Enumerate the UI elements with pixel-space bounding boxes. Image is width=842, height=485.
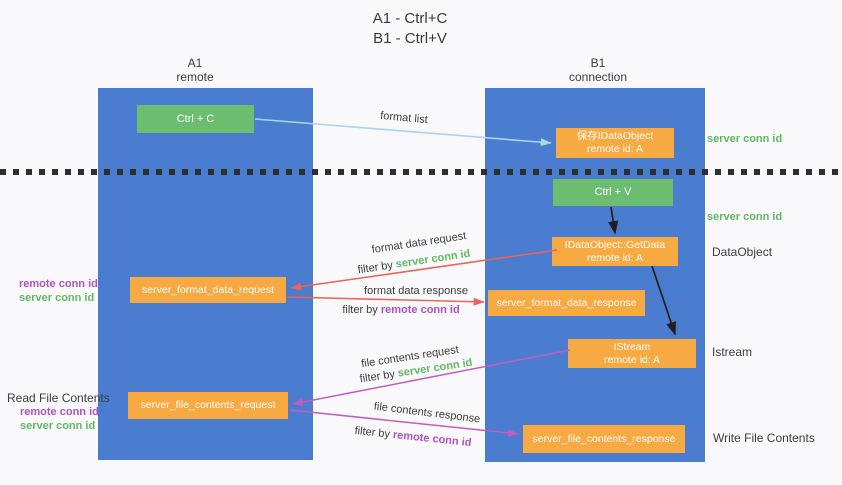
ctrl-v-box: Ctrl + V [553,179,673,206]
idataobject-getdata-line1: IDataObject::GetData [564,238,666,251]
istream-line1: IStream [613,340,651,353]
file-contents-response-label: file contents response [373,400,481,426]
ctrl-c-box: Ctrl + C [137,105,254,133]
lifeline-header-a1-role: remote [176,70,214,84]
server-conn-id-tag-top: server conn id [707,133,783,145]
server-conn-id-tag-mid: server conn id [707,211,783,223]
server-file-contents-request-label: server_file_contents_request [140,399,276,411]
remote-conn-id-text: remote conn id [380,304,460,316]
server-format-data-request-label: server_format_data_request [142,283,274,296]
session-separator-line [0,169,842,175]
server-file-contents-response-box: server_file_contents_response [523,425,685,453]
lifeline-header-a1: A1 remote [135,56,255,84]
lifeline-header-b1: B1 connection [538,56,658,84]
server-format-data-response-box: server_format_data_response [488,290,645,316]
ctrl-c-label: Ctrl + C [176,112,215,125]
lifeline-header-b1-role: connection [568,70,628,84]
diagram-title: A1 - Ctrl+C B1 - Ctrl+V [320,9,500,49]
diagram-title-line2: B1 - Ctrl+V [373,30,447,47]
filter-by-text: filter by [342,304,381,316]
remote-conn-id-text: remote conn id [392,428,472,450]
istream-line2: remote id: A [603,353,661,366]
server-file-contents-request-box: server_file_contents_request [128,392,288,419]
remote-conn-id-tag-top: remote conn id [19,278,98,290]
lifeline-header-a1-id: A1 [187,56,203,70]
save-idataobject-line2: remote id: A [586,143,644,155]
format-data-response-filter-label: filter by remote conn id [342,304,459,316]
format-data-response-arrow [286,296,485,306]
read-file-contents-label: Read File Contents [7,391,110,405]
idataobject-getdata-box: IDataObject::GetData remote id: A [552,237,678,266]
filter-by-text: filter by [356,258,397,277]
server-conn-id-tag-left-top: server conn id [19,292,95,304]
dataobject-label: DataObject [712,245,773,259]
lifeline-header-b1-id: B1 [590,56,606,70]
save-idataobject-box: 保存IDataObject remote id: A [556,128,674,158]
server-file-contents-response-label: server_file_contents_response [532,432,676,445]
format-list-label: format list [379,109,429,127]
file-contents-response-filter-label: filter by remote conn id [354,425,472,449]
save-idataobject-line1: 保存IDataObject [576,130,654,142]
remote-conn-id-tag-bottom: remote conn id [20,406,99,418]
write-file-contents-label: Write File Contents [713,431,815,445]
server-conn-id-text: server conn id [394,247,472,271]
filter-by-text: filter by [354,424,394,441]
diagram-title-line1: A1 - Ctrl+C [372,10,448,27]
istream-side-label: Istream [712,345,753,359]
idataobject-getdata-line2: remote id: A [586,251,644,264]
format-data-response-label: format data response [364,285,468,297]
server-format-data-response-label: server_format_data_response [496,296,637,309]
istream-box: IStream remote id: A [568,339,696,368]
server-format-data-request-box: server_format_data_request [130,277,286,303]
filter-by-text: filter by [358,367,399,386]
ctrl-v-label: Ctrl + V [594,186,632,198]
server-conn-id-tag-left-bottom: server conn id [20,420,96,432]
